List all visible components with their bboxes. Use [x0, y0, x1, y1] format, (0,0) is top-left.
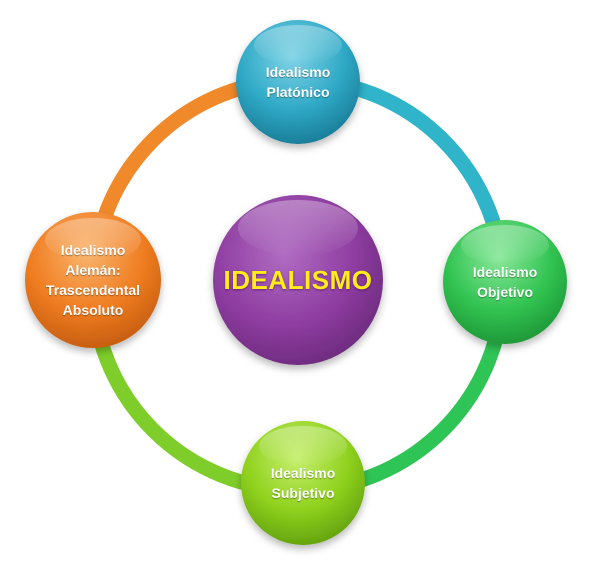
node-bottom [241, 421, 365, 545]
node-right [443, 220, 567, 344]
node-top [236, 20, 360, 144]
node-left [25, 212, 161, 348]
center-node [213, 195, 383, 365]
